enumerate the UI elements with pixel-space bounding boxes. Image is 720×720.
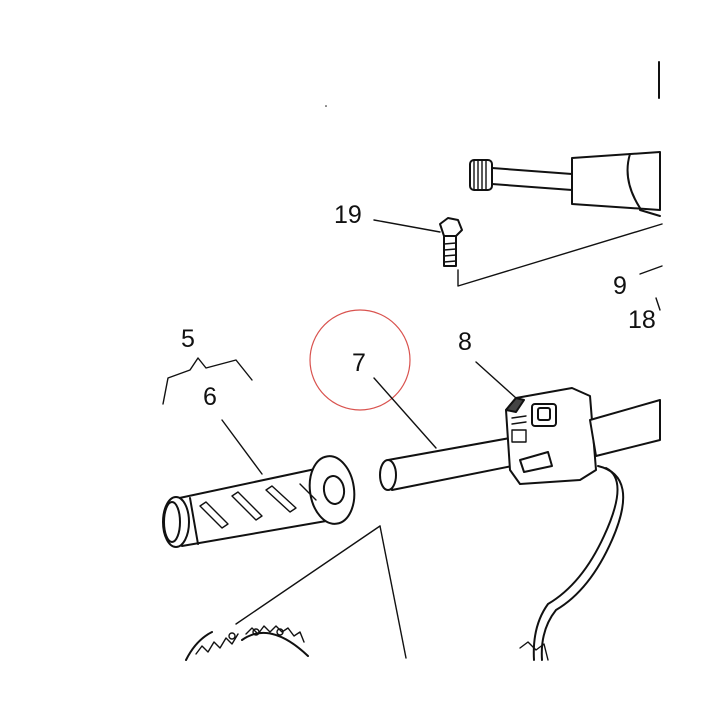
switch-cable-inner bbox=[532, 467, 619, 661]
label-5: 5 bbox=[181, 325, 195, 353]
label-7: 7 bbox=[352, 349, 366, 377]
switch-cable bbox=[540, 465, 625, 661]
leader-lower-b bbox=[379, 525, 407, 659]
leader-9 bbox=[639, 265, 663, 275]
switch-housing-8 bbox=[505, 387, 597, 485]
label-8: 8 bbox=[458, 328, 472, 356]
handlebar-right bbox=[589, 399, 661, 457]
grip-6 bbox=[162, 455, 356, 548]
stray-dot bbox=[325, 105, 327, 107]
leader-19 bbox=[373, 219, 441, 233]
label-6: 6 bbox=[203, 383, 217, 411]
leader-9-bracket bbox=[457, 223, 663, 287]
upper-bar-assembly bbox=[469, 151, 661, 217]
label-19: 19 bbox=[334, 201, 362, 229]
highlight-circle bbox=[309, 309, 411, 411]
leader-18 bbox=[655, 297, 661, 311]
leader-lower-a bbox=[235, 525, 381, 625]
leader-6 bbox=[221, 419, 263, 475]
bracket-5 bbox=[162, 357, 253, 405]
bolt-19 bbox=[439, 217, 463, 267]
leader-7 bbox=[373, 377, 437, 449]
cable-end bbox=[519, 641, 549, 661]
lower-sprocket bbox=[185, 625, 309, 661]
leader-8 bbox=[475, 361, 517, 399]
throttle-tube-7 bbox=[379, 437, 513, 491]
label-9: 9 bbox=[613, 272, 627, 300]
label-18: 18 bbox=[628, 306, 656, 334]
